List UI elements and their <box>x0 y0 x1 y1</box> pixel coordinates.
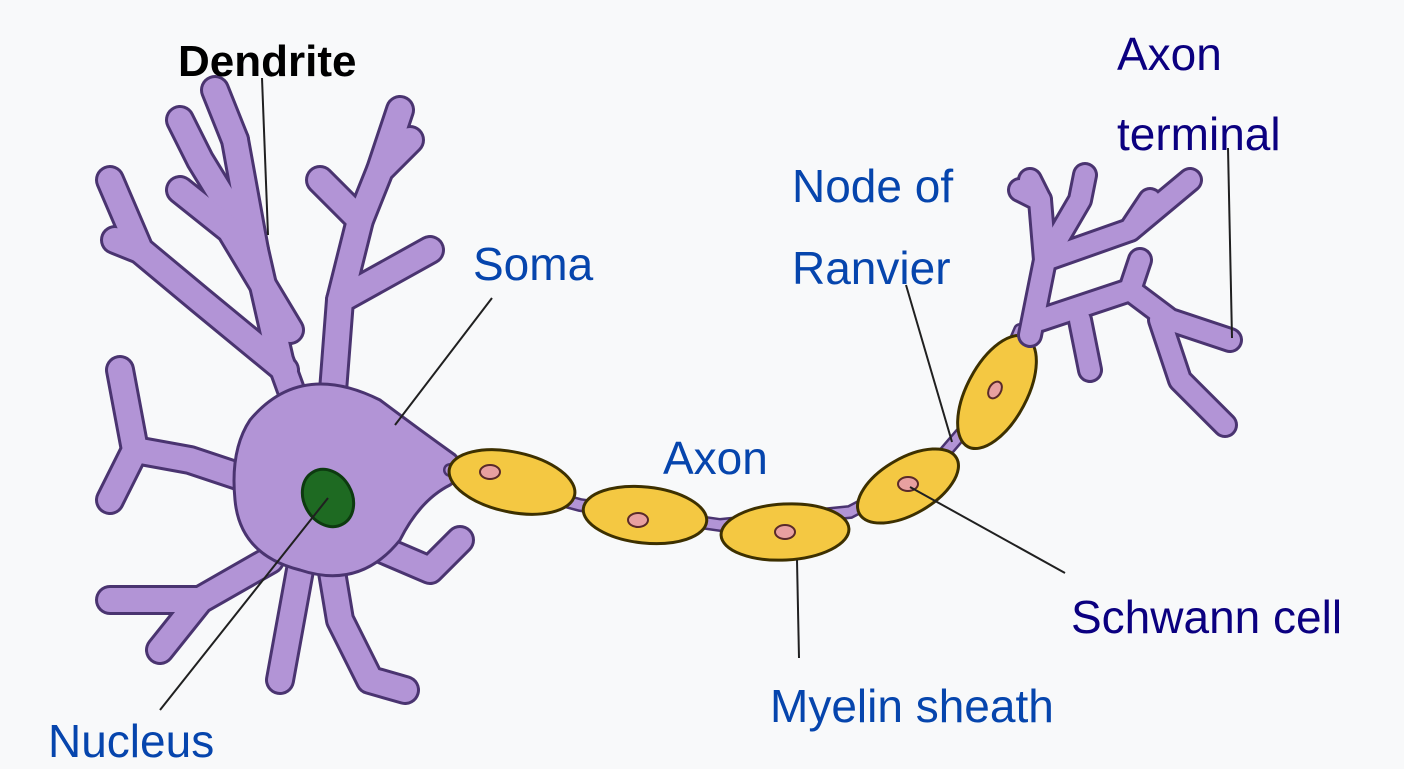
dendrite-leader-line <box>261 77 269 236</box>
dendrite-tree <box>95 75 475 705</box>
soma-leader-line <box>394 297 493 426</box>
schwann-nucleus <box>774 524 796 540</box>
schwann-nuclei <box>479 380 1003 540</box>
myelin-sheath-leader-line <box>796 559 800 659</box>
label-node-of-ranvier-line2: Ranvier <box>792 242 951 294</box>
nucleus-leader-line <box>159 497 329 711</box>
label-axon: Axon <box>663 432 768 484</box>
axon-terminal-branches <box>1007 162 1243 438</box>
label-node-of-ranvier-line1: Node of <box>792 160 954 212</box>
schwann-nucleus <box>627 512 649 528</box>
node-of-ranvier-leader-line <box>905 284 953 443</box>
schwann-nucleus <box>897 476 919 492</box>
schwann-nucleus <box>479 464 501 480</box>
schwann-nucleus <box>987 380 1003 400</box>
label-schwann-cell: Schwann cell <box>1071 591 1343 643</box>
soma-shape <box>232 382 463 578</box>
schwann-cell-leader-line <box>909 486 1066 574</box>
label-myelin-sheath: Myelin sheath <box>770 680 1054 732</box>
label-axon-terminal-line2: terminal <box>1117 108 1281 160</box>
label-nucleus: Nucleus <box>48 715 215 767</box>
leader-lines <box>159 77 1233 711</box>
label-soma: Soma <box>473 238 594 290</box>
myelin-segment <box>447 448 577 516</box>
label-dendrite: Dendrite <box>178 37 357 86</box>
label-axon-terminal-line1: Axon <box>1117 28 1222 80</box>
axon-terminal-leader-line <box>1227 147 1233 339</box>
